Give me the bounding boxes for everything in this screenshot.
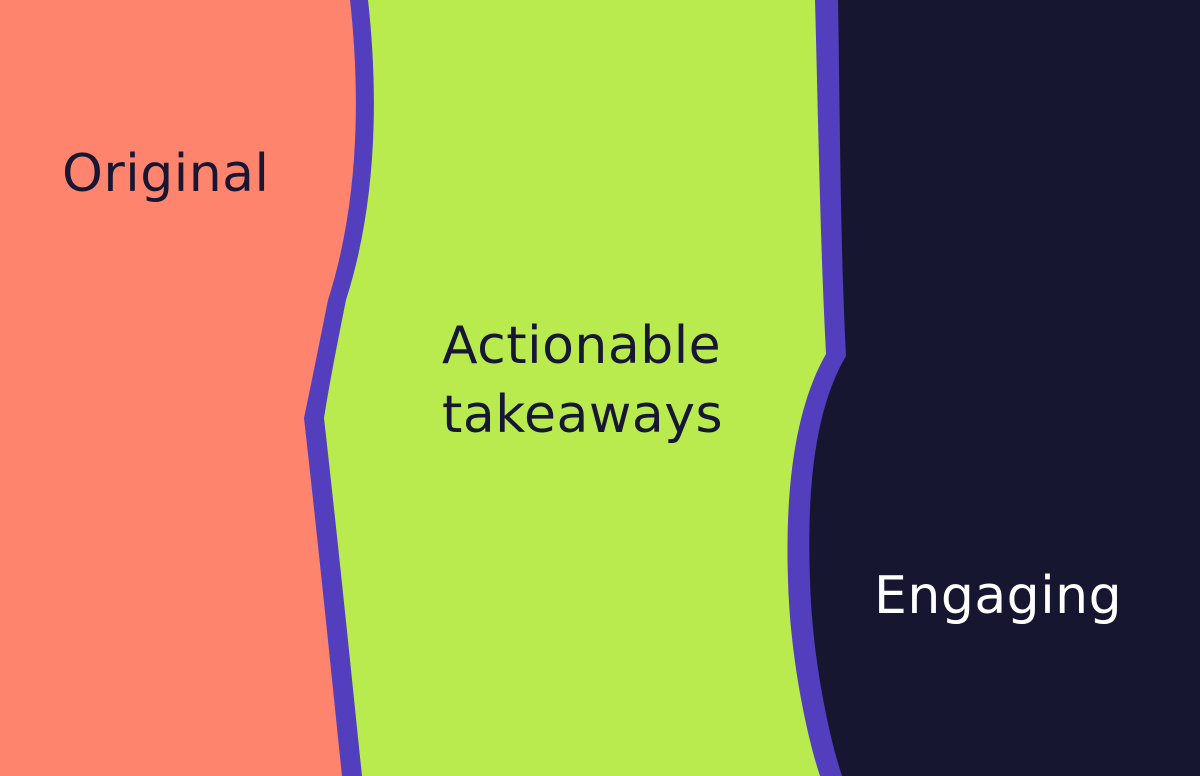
- original-panel: [0, 0, 356, 776]
- label-original-line-1: Original: [62, 144, 270, 204]
- actionable-panel: [300, 0, 826, 776]
- label-engaging: Engaging: [874, 562, 1122, 631]
- label-actionable-line-1: Actionable: [442, 316, 722, 376]
- label-actionable-takeaways: Actionable takeaways: [442, 312, 723, 450]
- label-actionable-line-2: takeaways: [442, 385, 724, 446]
- label-original: Original: [62, 140, 269, 209]
- label-engaging-line-1: Engaging: [874, 566, 1123, 626]
